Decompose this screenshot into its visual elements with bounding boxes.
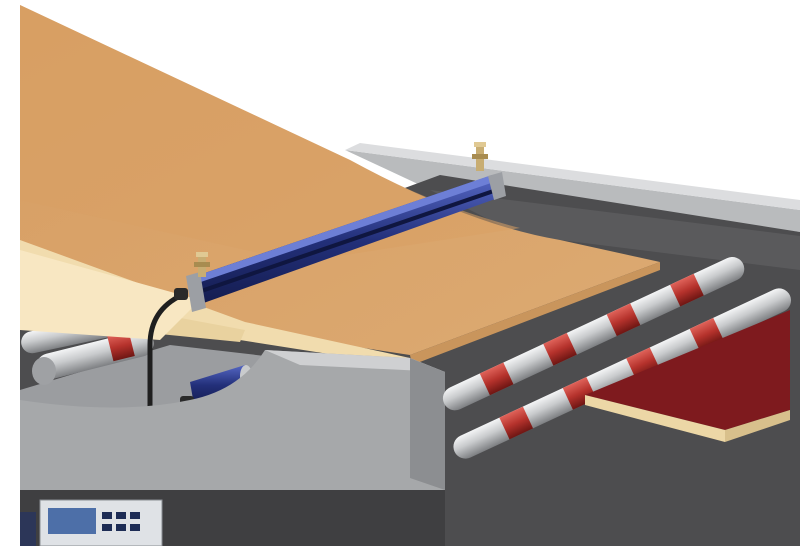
wooden-board [20, 5, 660, 366]
roller-band [499, 406, 534, 440]
roller [453, 288, 792, 459]
roller-band [479, 362, 514, 396]
mounting-stud [472, 142, 488, 171]
conveyor-rollers [442, 257, 792, 459]
roller-band [670, 273, 704, 307]
back-rail [345, 143, 800, 232]
cable [147, 288, 188, 423]
ionizer-bar-upper [186, 142, 506, 312]
red-panel [585, 310, 790, 442]
roller-band [606, 303, 641, 337]
controller-screen [48, 508, 96, 534]
roller-band [107, 330, 135, 362]
roller [442, 257, 745, 411]
mounting-stud [194, 252, 210, 277]
control-unit [20, 499, 163, 546]
roller-band [543, 332, 577, 366]
